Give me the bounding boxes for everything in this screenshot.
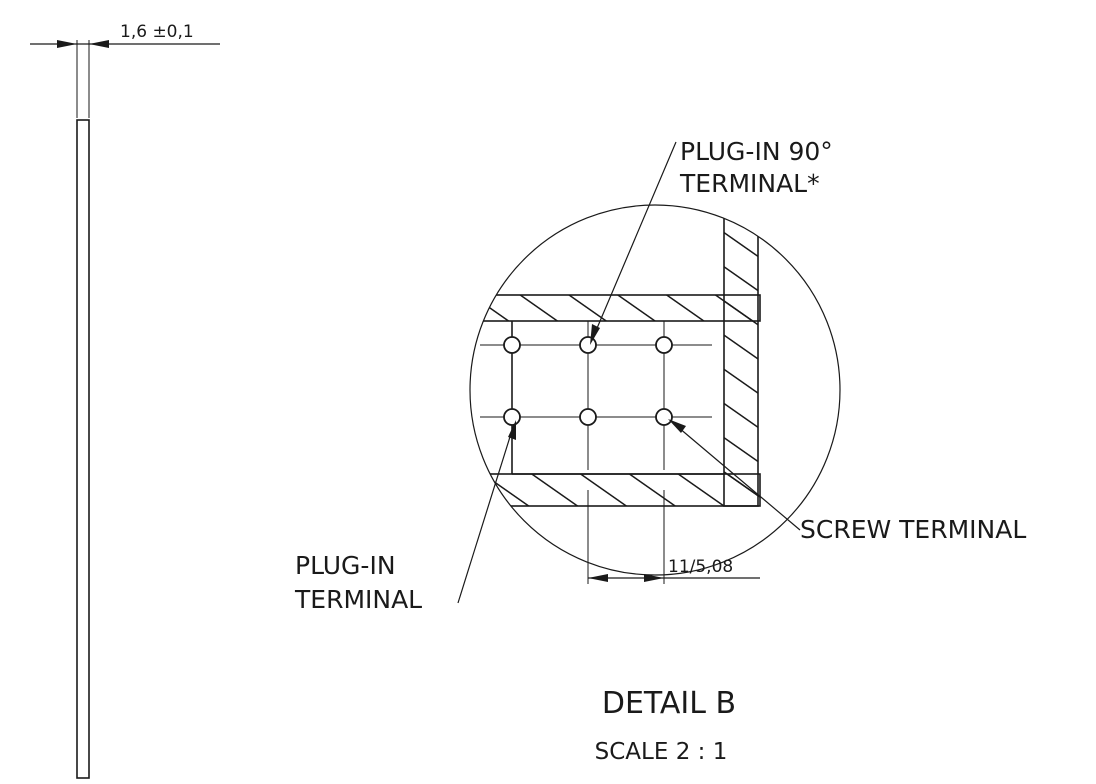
callout-plug-in-90-line2: TERMINAL* xyxy=(679,169,820,198)
terminal-hole xyxy=(503,408,521,426)
terminal-hole xyxy=(655,336,673,354)
hatch-bottom-strip xyxy=(470,473,761,507)
detail-scale: SCALE 2 : 1 xyxy=(595,739,728,765)
detail-boundary-circle xyxy=(469,204,841,576)
detail-title: DETAIL B xyxy=(602,686,736,721)
leader-arrow-screw xyxy=(668,419,686,433)
hatch-top-strip xyxy=(470,294,761,322)
leader-plug-in-90 xyxy=(591,141,677,341)
terminal-hole xyxy=(503,336,521,354)
leader-arrow-plug-in xyxy=(508,420,516,440)
detail-view: 11/5,08 PLUG-IN 90° TERMINAL* SCREW TERM… xyxy=(294,137,1026,765)
pitch-arrow-right xyxy=(644,574,664,582)
terminal-hole xyxy=(579,336,597,354)
pitch-arrow-left xyxy=(588,574,608,582)
callout-plug-in-line1: PLUG-IN xyxy=(295,551,396,580)
dimension-arrow-left xyxy=(57,40,77,48)
callout-plug-in-line2: TERMINAL xyxy=(294,585,422,614)
callout-screw-terminal: SCREW TERMINAL xyxy=(800,515,1026,544)
pitch-dimension: 11/5,08 xyxy=(668,557,733,577)
leader-plug-in xyxy=(457,423,515,604)
leader-arrow-plug-in-90 xyxy=(590,324,600,345)
dimension-arrow-right xyxy=(89,40,109,48)
terminal-hole xyxy=(655,408,673,426)
hatch-right-wall xyxy=(723,205,759,507)
side-view: 1,6 ±0,1 xyxy=(30,22,220,779)
thickness-dimension: 1,6 ±0,1 xyxy=(120,22,194,42)
callout-plug-in-90-line1: PLUG-IN 90° xyxy=(680,137,833,166)
board-edge-view xyxy=(76,119,90,779)
terminal-hole xyxy=(579,408,597,426)
leader-screw xyxy=(671,421,801,531)
